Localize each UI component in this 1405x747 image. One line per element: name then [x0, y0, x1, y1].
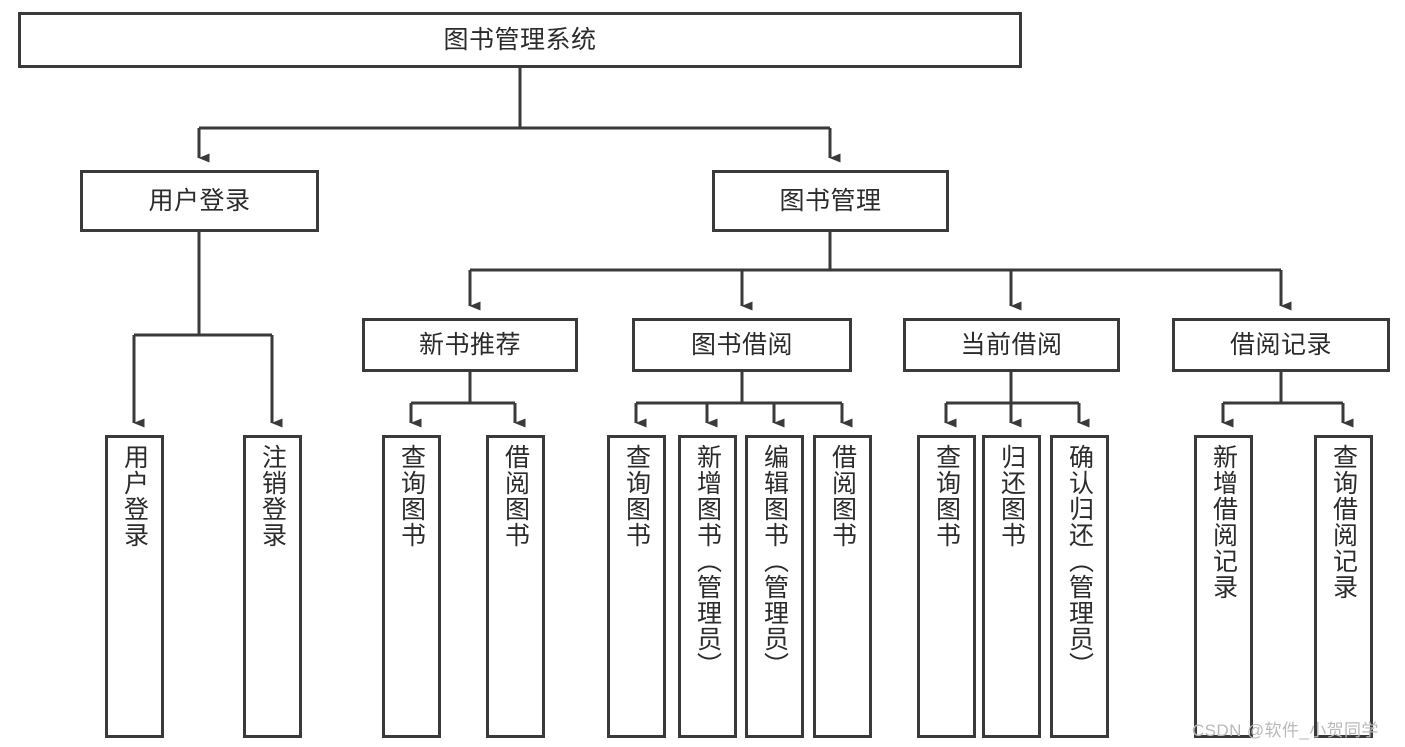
node-label: 归还图书 — [997, 444, 1026, 548]
node-label: 查询借阅记录 — [1329, 444, 1358, 600]
leaf-book-borrow-edit[interactable]: 编辑图书（管理员） — [745, 435, 804, 738]
leaf-book-borrow-add[interactable]: 新增图书（管理员） — [678, 435, 737, 738]
node-book-borrow[interactable]: 图书借阅 — [632, 318, 852, 372]
node-root-system[interactable]: 图书管理系统 — [18, 12, 1022, 68]
node-label: 查询图书 — [932, 444, 961, 548]
leaf-borrow-record-add[interactable]: 新增借阅记录 — [1194, 435, 1253, 738]
leaf-book-borrow-borrow[interactable]: 借阅图书 — [813, 435, 872, 738]
node-label: 图书管理 — [779, 186, 882, 215]
node-label: 查询图书 — [622, 444, 651, 548]
node-book-management[interactable]: 图书管理 — [712, 170, 949, 232]
leaf-current-borrow-query[interactable]: 查询图书 — [917, 435, 976, 738]
node-label: 借阅记录 — [1229, 330, 1332, 359]
node-new-book-recommend[interactable]: 新书推荐 — [362, 318, 578, 372]
leaf-user-login-signout[interactable]: 注销登录 — [243, 435, 302, 738]
leaf-new-book-borrow[interactable]: 借阅图书 — [486, 435, 545, 738]
node-label: 新增图书（管理员） — [693, 444, 722, 678]
node-user-login[interactable]: 用户登录 — [80, 170, 319, 232]
node-borrow-record[interactable]: 借阅记录 — [1172, 318, 1390, 372]
node-label: 当前借阅 — [960, 330, 1063, 359]
node-label: 确认归还（管理员） — [1065, 444, 1094, 678]
node-current-borrow[interactable]: 当前借阅 — [903, 318, 1120, 372]
leaf-user-login-signin[interactable]: 用户登录 — [105, 435, 164, 738]
node-label: 编辑图书（管理员） — [760, 444, 789, 678]
leaf-borrow-record-query[interactable]: 查询借阅记录 — [1314, 435, 1373, 738]
node-label: 新增借阅记录 — [1209, 444, 1238, 600]
node-label: 借阅图书 — [828, 444, 857, 548]
node-label: 注销登录 — [258, 444, 287, 548]
node-label: 新书推荐 — [418, 330, 521, 359]
leaf-book-borrow-query[interactable]: 查询图书 — [607, 435, 666, 738]
leaf-current-borrow-return[interactable]: 归还图书 — [982, 435, 1041, 738]
node-label: 查询图书 — [397, 444, 426, 548]
node-label: 图书管理系统 — [443, 25, 597, 54]
node-label: 用户登录 — [148, 186, 251, 215]
node-label: 用户登录 — [120, 444, 149, 548]
node-label: 借阅图书 — [501, 444, 530, 548]
leaf-current-borrow-confirm[interactable]: 确认归还（管理员） — [1050, 435, 1109, 738]
leaf-new-book-query[interactable]: 查询图书 — [382, 435, 441, 738]
node-label: 图书借阅 — [690, 330, 793, 359]
